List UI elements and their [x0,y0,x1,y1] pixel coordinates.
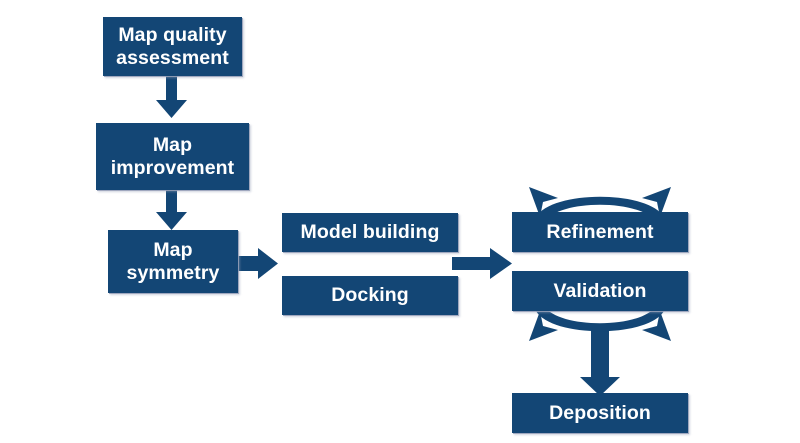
node-deposition[interactable]: Deposition [512,393,688,433]
arrow-improvement-to-symmetry [156,190,187,230]
node-docking[interactable]: Docking [282,276,458,315]
arrow-cycle-to-deposition [580,330,620,396]
node-refinement-label: Refinement [546,220,654,243]
node-validation[interactable]: Validation [512,271,688,311]
arrow-symmetry-to-building [231,248,278,279]
node-map-symmetry[interactable]: Map symmetry [108,230,238,293]
node-map-symmetry-label: Map symmetry [126,238,220,284]
node-validation-label: Validation [553,279,647,302]
node-map-improvement[interactable]: Map improvement [96,123,249,190]
node-refinement[interactable]: Refinement [512,212,688,252]
node-model-building-label: Model building [300,221,440,243]
node-map-improvement-label: Map improvement [110,133,235,179]
node-model-building[interactable]: Model building [282,213,458,252]
cycle-arc-top [529,187,671,222]
node-map-quality-assessment-label: Map quality assessment [116,23,229,69]
node-deposition-label: Deposition [549,401,651,424]
node-docking-label: Docking [331,284,409,306]
arrow-building-to-refinement [452,248,512,279]
cycle-arc-bottom [529,306,671,341]
arrow-quality-to-improvement [156,76,187,118]
node-map-quality-assessment[interactable]: Map quality assessment [103,17,242,76]
